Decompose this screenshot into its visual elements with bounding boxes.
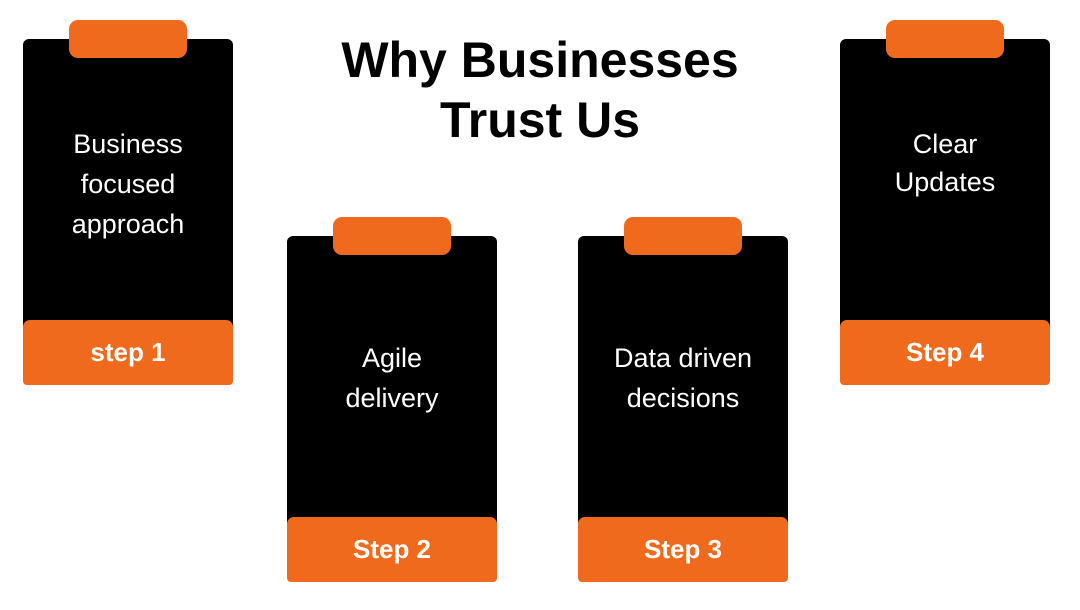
step-label: Step 3: [578, 517, 788, 582]
card-text-line: Agile: [361, 343, 423, 373]
card-text-line: delivery: [345, 383, 439, 413]
card-text-line: Clear: [912, 129, 978, 159]
card-text-line: focused: [80, 169, 176, 199]
card-clip-tab: [69, 20, 187, 58]
step-card-3: Data driven decisions Step 3: [578, 217, 788, 582]
card-clip-tab: [624, 217, 742, 255]
page-title: Why Businesses Trust Us: [310, 30, 770, 150]
card-description: Business focused approach: [23, 124, 233, 244]
title-line-2: Trust Us: [439, 92, 641, 148]
step-card-4: Clear Updates Step 4: [840, 20, 1050, 385]
card-clip-tab: [886, 20, 1004, 58]
step-label: Step 4: [840, 320, 1050, 385]
card-text-line: decisions: [626, 383, 740, 413]
card-text-line: Updates: [894, 167, 996, 197]
card-description: Data driven decisions: [578, 338, 788, 418]
card-description: Clear Updates: [840, 125, 1050, 201]
card-text-line: approach: [71, 209, 185, 239]
step-label: Step 2: [287, 517, 497, 582]
card-text-line: Business: [73, 129, 183, 159]
step-card-1: Business focused approach step 1: [23, 20, 233, 385]
card-text-line: Data driven: [613, 343, 753, 373]
title-line-1: Why Businesses: [341, 32, 739, 88]
card-description: Agile delivery: [287, 338, 497, 418]
card-clip-tab: [333, 217, 451, 255]
step-card-2: Agile delivery Step 2: [287, 217, 497, 582]
step-label: step 1: [23, 320, 233, 385]
